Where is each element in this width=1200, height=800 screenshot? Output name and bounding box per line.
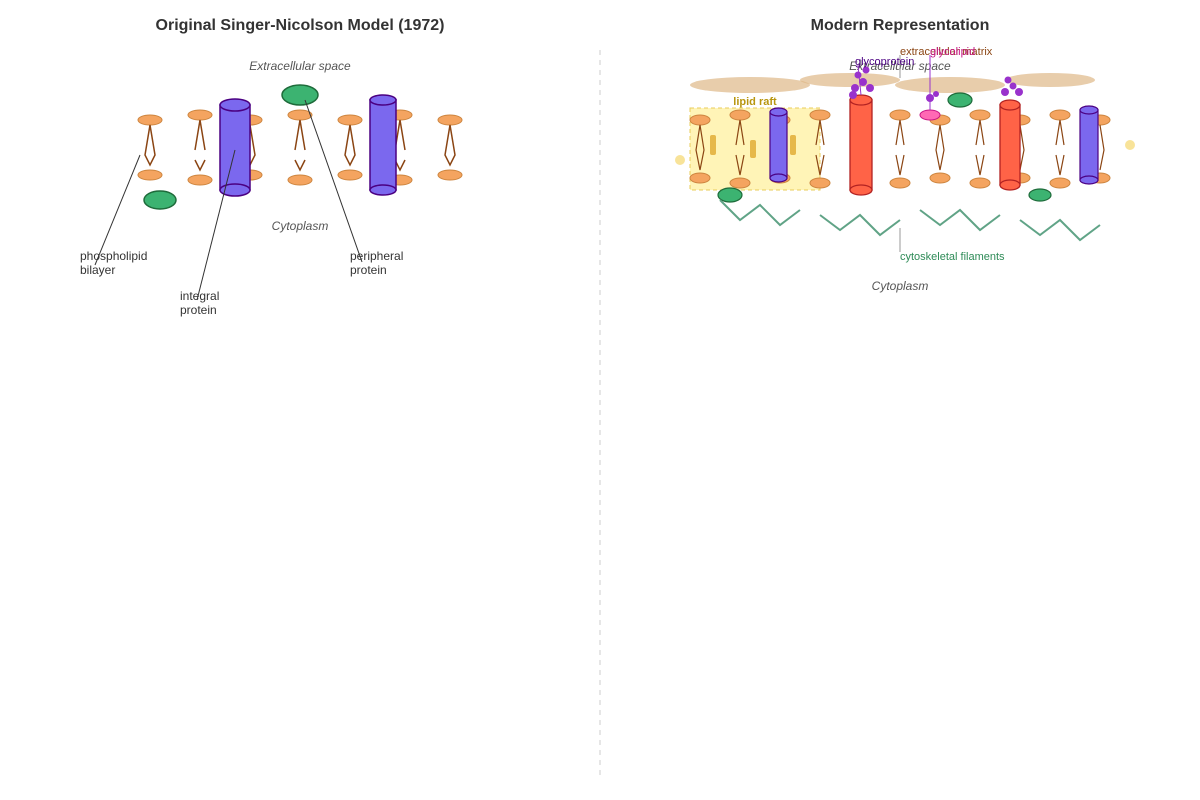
left-panel-title: Original Singer-Nicolson Model (1972) xyxy=(156,17,445,34)
glycoprotein-sugar-chain xyxy=(849,64,874,99)
glycoprotein-sugar-chain-2 xyxy=(1001,76,1023,96)
left-panel: Original Singer-Nicolson Model (1972) Ex… xyxy=(80,17,463,317)
callout-line-phospholipid xyxy=(94,154,141,266)
cytoskeletal-filaments xyxy=(719,199,1101,242)
right-peripheral-protein-bottom-1 xyxy=(717,187,743,203)
phospholipid xyxy=(729,109,751,189)
phospholipid xyxy=(337,114,363,181)
callout-cytoskeletal-filaments: cytoskeletal filaments xyxy=(900,251,1005,263)
callout-glycoprotein: glycoprotein xyxy=(855,56,914,68)
left-integral-protein-1 xyxy=(219,98,251,197)
callout-phospholipid-bilayer: phospholipid bilayer xyxy=(80,249,151,277)
phospholipid xyxy=(437,114,463,181)
channel-protein-2 xyxy=(999,99,1021,191)
left-cytoplasm-label: Cytoplasm xyxy=(272,219,329,233)
right-peripheral-protein-bottom-2 xyxy=(1028,188,1052,202)
extracellular-matrix xyxy=(690,73,1095,93)
phospholipid xyxy=(689,114,711,184)
callout-line-peripheral xyxy=(304,99,363,263)
phospholipid xyxy=(1049,109,1071,189)
right-panel: Modern Representation Extracellular spac… xyxy=(675,17,1135,293)
left-peripheral-protein-bottom xyxy=(143,190,177,210)
callout-integral-protein: integral protein xyxy=(180,289,223,317)
channel-protein-1 xyxy=(849,94,873,196)
membrane-edge-marker-right xyxy=(1125,140,1135,150)
membrane-edge-marker-left xyxy=(675,155,685,165)
right-cytoplasm-label: Cytoplasm xyxy=(872,279,929,293)
phospholipid xyxy=(929,114,951,184)
right-integral-protein-1 xyxy=(769,107,788,183)
right-panel-title: Modern Representation xyxy=(811,17,990,34)
phospholipid xyxy=(809,109,831,189)
glycolipid xyxy=(919,55,941,121)
lipid-raft-label: lipid raft xyxy=(733,96,777,108)
right-integral-protein-2 xyxy=(1079,105,1099,185)
left-extracellular-label: Extracellular space xyxy=(249,59,351,73)
right-peripheral-protein-top xyxy=(947,92,973,108)
callout-extracellular-matrix: extracellular matrix xyxy=(900,46,993,58)
left-peripheral-protein-top xyxy=(281,84,319,106)
cholesterol xyxy=(710,135,796,158)
phospholipid xyxy=(969,109,991,189)
phospholipid xyxy=(187,109,213,186)
callout-peripheral-protein: peripheral protein xyxy=(350,249,407,277)
phospholipid xyxy=(287,109,313,186)
callout-line-integral xyxy=(196,149,236,301)
right-phospholipid-bilayer xyxy=(689,109,1111,189)
callout-glycolipid: glycolipid xyxy=(930,46,975,58)
phospholipid xyxy=(137,114,163,181)
left-phospholipid-bilayer xyxy=(137,109,463,186)
phospholipid xyxy=(889,109,911,189)
left-integral-protein-2 xyxy=(369,94,397,196)
